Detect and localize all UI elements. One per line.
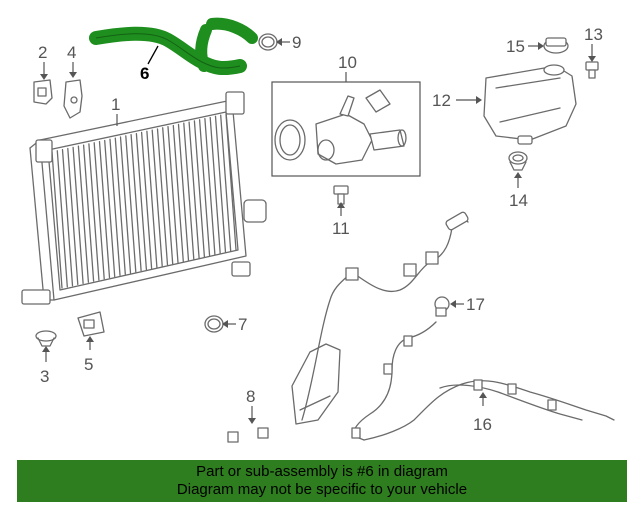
radiator-fin — [72, 146, 84, 285]
callout-3: 3 — [40, 367, 49, 386]
callout-17-arrow — [450, 300, 456, 308]
bracket-part-2 — [33, 79, 53, 105]
radiator-fin — [188, 121, 200, 259]
fitting-part-17 — [434, 296, 450, 317]
bracket-part-4 — [63, 79, 83, 119]
radiator-fin — [77, 145, 90, 283]
radiator-fin — [151, 129, 163, 267]
callout-13: 13 — [584, 25, 603, 44]
radiator — [21, 91, 267, 305]
callout-7-arrow — [222, 320, 228, 328]
radiator-fin — [125, 135, 137, 273]
radiator-fin — [82, 144, 95, 282]
callout-15: 15 — [506, 37, 525, 56]
bolt-part-11 — [333, 185, 349, 205]
callout-17: 17 — [466, 295, 485, 314]
radiator-fin — [209, 116, 221, 255]
radiator-fin — [167, 126, 179, 264]
callout-6-leader — [147, 45, 159, 65]
callout-9: 9 — [292, 33, 301, 52]
radiator-fin — [98, 140, 111, 279]
lower-hose-assembly-part-8 — [145, 211, 469, 443]
callout-8-arrow — [248, 418, 256, 424]
callout-1: 1 — [111, 95, 120, 114]
radiator-fin — [61, 149, 74, 287]
radiator-fin — [130, 134, 142, 272]
grommet-part-3 — [35, 330, 57, 347]
callout-6: 6 — [140, 64, 149, 83]
radiator-fin — [172, 124, 184, 263]
radiator-fin — [51, 151, 63, 289]
radiator-fin — [104, 139, 116, 278]
radiator-fin — [146, 130, 158, 268]
radiator-fin — [183, 122, 195, 260]
callout-11: 11 — [332, 219, 350, 238]
part-info-banner: Part or sub-assembly is #6 in diagram Di… — [17, 460, 627, 502]
o-ring-part-9 — [258, 33, 278, 51]
radiator-fin — [140, 131, 153, 270]
radiator-fin — [177, 123, 190, 262]
bracket-part-5 — [77, 311, 105, 337]
callout-5: 5 — [84, 355, 93, 374]
callout-3-arrow — [42, 346, 50, 352]
callout-12: 12 — [432, 91, 451, 110]
radiator-fin — [88, 143, 100, 281]
callout-8: 8 — [246, 387, 255, 406]
radiator-fin — [193, 120, 206, 258]
radiator-fin — [109, 138, 121, 276]
radiator-fin — [214, 115, 227, 253]
radiator-fin — [56, 150, 68, 288]
callout-14-arrow — [514, 172, 522, 178]
radiator-fin — [156, 128, 169, 266]
banner-line-part-info: Part or sub-assembly is #6 in diagram — [196, 463, 448, 480]
radiator-fin — [93, 142, 105, 280]
callout-16-arrow — [479, 392, 487, 398]
callout-15-arrow — [538, 42, 544, 50]
radiator-fin — [114, 137, 126, 275]
callout-12-arrow — [476, 96, 482, 104]
radiator-fin — [67, 147, 79, 286]
bolt-part-13 — [585, 61, 599, 79]
callout-2-arrow — [40, 74, 48, 80]
coolant-reservoir-part-12 — [483, 64, 577, 145]
radiator-fin — [119, 136, 132, 274]
radiator-fin — [204, 117, 216, 256]
callout-11-arrow — [337, 202, 345, 208]
callout-16: 16 — [473, 415, 492, 434]
callout-10: 10 — [338, 53, 357, 72]
upper-radiator-hose-part-6[interactable] — [89, 17, 258, 76]
radiator-fin — [225, 113, 237, 251]
radiator-fin — [198, 119, 211, 257]
radiator-fin — [162, 127, 174, 265]
radiator-fin — [220, 114, 232, 252]
grommet-part-14 — [508, 151, 528, 171]
reservoir-cap-part-15 — [543, 37, 569, 54]
radiator-fin — [135, 132, 148, 271]
banner-line-disclaimer: Diagram may not be specific to your vehi… — [176, 481, 468, 498]
callout-13-arrow — [588, 56, 596, 62]
callout-2: 2 — [38, 43, 47, 62]
thermostat-housing-assembly-part-10 — [271, 81, 421, 177]
callout-7: 7 — [238, 315, 247, 334]
o-ring-part-7 — [204, 315, 224, 333]
heater-hose-part-16 — [351, 321, 615, 441]
callout-5-arrow — [86, 336, 94, 342]
callout-4: 4 — [67, 43, 76, 62]
callout-9-arrow — [276, 38, 282, 46]
callout-4-arrow — [69, 72, 77, 78]
callout-14: 14 — [509, 191, 528, 210]
